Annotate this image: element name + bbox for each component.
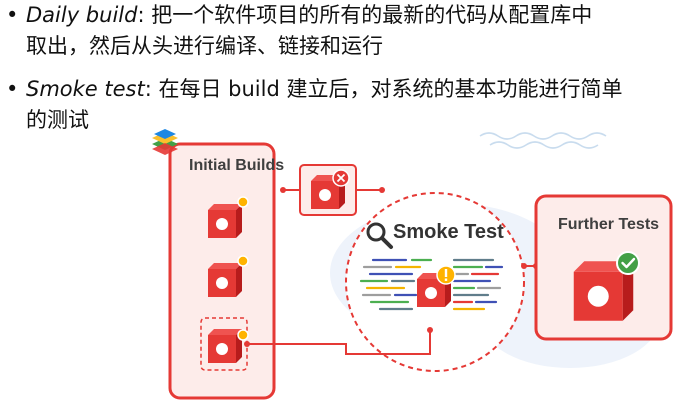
warning-badge-icon: [436, 265, 456, 285]
connector-line: [247, 330, 431, 355]
build-cube-icon: [208, 263, 242, 297]
bullet-term: Daily build: [26, 3, 138, 27]
bullet-text: : 把一个软件项目的所有的最新的代码从配置库中: [137, 3, 593, 27]
warning-badge-icon: [237, 329, 249, 341]
build-cube-icon: [208, 204, 242, 238]
bullet-text-continued: 的测试: [26, 108, 89, 132]
connector-dot: [427, 327, 433, 333]
bullet-text-continued: 取出，然后从头进行编译、链接和运行: [26, 34, 383, 58]
smoke-test-diagram: Initial Builds Smoke Test Further Tests: [150, 128, 697, 402]
passed-check-badge-icon: [616, 251, 640, 275]
code-lines: [359, 258, 504, 311]
connector-dot: [521, 263, 527, 269]
magnifier-icon: [366, 222, 393, 249]
further-tests-label: Further Tests: [558, 216, 660, 233]
initial-builds-label: Initial Builds: [189, 157, 285, 174]
bullet-line: Daily build: 把一个软件项目的所有的最新的代码从配置库中: [26, 0, 592, 31]
bullet-line: Smoke test: 在每日 build 建立后，对系统的基本功能进行简单: [26, 74, 622, 105]
smoke-test-label: Smoke Test: [393, 221, 504, 243]
build-cube-icon: [208, 329, 242, 363]
connector-dot: [379, 187, 385, 193]
wave-decoration: [479, 132, 607, 149]
connector-dot: [280, 187, 286, 193]
failed-x-badge-icon: [332, 169, 350, 187]
connector-dot: [244, 341, 250, 347]
bullet-text: : 在每日 build 建立后，对系统的基本功能进行简单: [144, 77, 623, 101]
bullet-dot: •: [6, 3, 19, 27]
diagram-graphics: [168, 132, 673, 400]
warning-badge-icon: [237, 196, 249, 208]
layer-stack-logo-icon: [152, 129, 178, 155]
bullet-term: Smoke test: [26, 77, 145, 101]
bullet-dot: •: [6, 77, 19, 101]
warning-badge-icon: [237, 255, 249, 267]
